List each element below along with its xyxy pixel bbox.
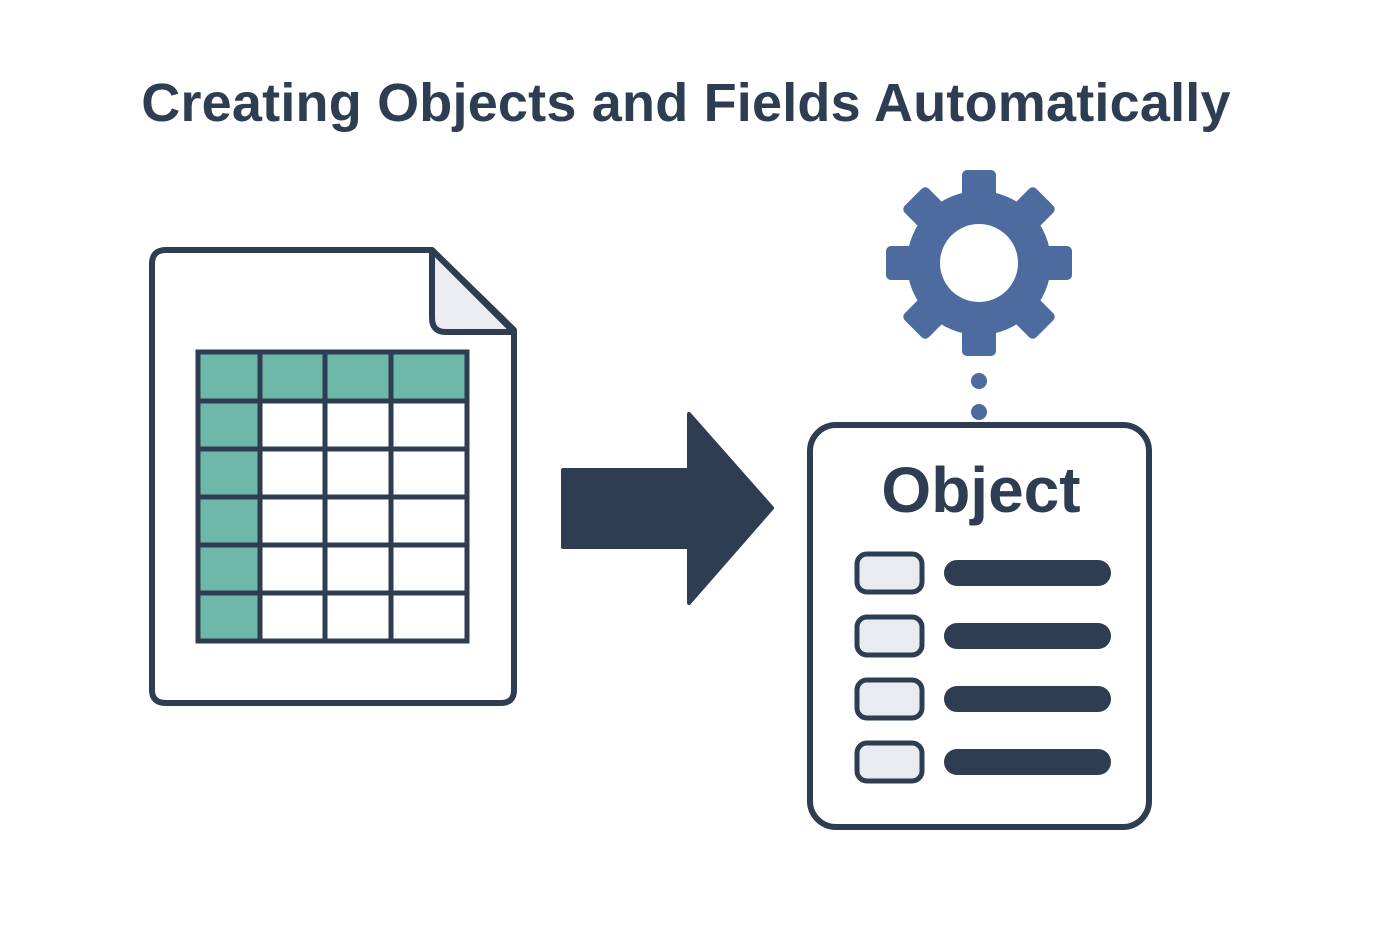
grid-cell <box>322 349 394 404</box>
grid-cell <box>257 446 328 500</box>
field-line <box>944 749 1111 775</box>
connector-dot <box>971 373 987 389</box>
grid-cell <box>388 446 470 500</box>
field-line <box>944 623 1111 649</box>
grid-cell <box>195 446 263 500</box>
grid-cell <box>195 590 263 644</box>
grid-cell <box>322 590 394 644</box>
grid-cell <box>388 590 470 644</box>
diagram-title: Creating Objects and Fields Automaticall… <box>141 73 1231 133</box>
grid-cell <box>257 590 328 644</box>
grid-cell <box>388 398 470 452</box>
grid-cell <box>322 446 394 500</box>
spreadsheet-grid <box>195 349 470 644</box>
object-field-list <box>854 551 1111 784</box>
grid-cell <box>257 542 328 596</box>
spreadsheet-document-icon <box>149 247 517 706</box>
field-line <box>944 560 1111 586</box>
field-checkbox <box>854 677 925 721</box>
grid-cell <box>195 542 263 596</box>
arrow-right-icon <box>561 412 774 605</box>
object-card-icon: Object <box>807 422 1152 830</box>
object-card-title: Object <box>881 454 1080 526</box>
grid-cell <box>257 349 328 404</box>
document-folded-corner <box>429 247 517 335</box>
field-checkbox <box>854 614 925 658</box>
grid-cell <box>388 542 470 596</box>
connector-dot <box>971 404 987 420</box>
grid-cell <box>388 494 470 548</box>
grid-cell <box>322 398 394 452</box>
grid-cell <box>322 542 394 596</box>
gear-icon <box>886 170 1072 356</box>
grid-cell <box>195 494 263 548</box>
grid-cell <box>257 494 328 548</box>
grid-cell <box>322 494 394 548</box>
grid-cell <box>388 349 470 404</box>
grid-cell <box>195 349 263 404</box>
field-line <box>944 686 1111 712</box>
grid-cell <box>257 398 328 452</box>
field-checkbox <box>854 551 925 595</box>
grid-cell <box>195 398 263 452</box>
field-checkbox <box>854 740 925 784</box>
